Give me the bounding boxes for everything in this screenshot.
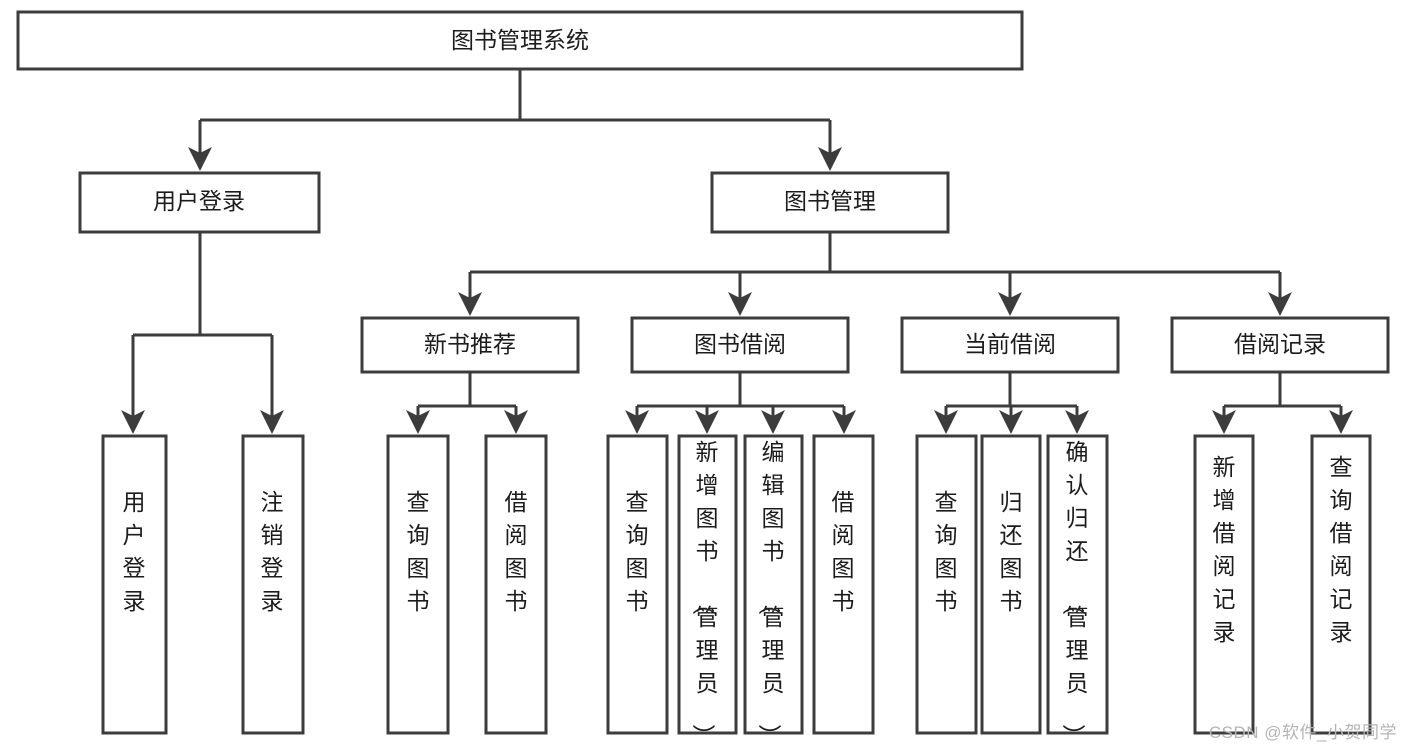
- node-query-book-1-box[interactable]: [386, 434, 450, 735]
- node-borrow-book-1-box[interactable]: [484, 434, 548, 735]
- node-query-borrow-record-label: 查询借阅记录: [1330, 454, 1353, 645]
- node-return-book[interactable]: 归还图书: [980, 434, 1042, 735]
- node-borrow-book-2[interactable]: 借阅图书: [812, 434, 875, 735]
- node-user-login-label: 用户登录: [153, 188, 245, 214]
- node-edit-book-admin-label: 编辑图书（管理员）: [757, 439, 785, 747]
- node-query-book-2-box[interactable]: [606, 434, 669, 735]
- node-query-book-3-label: 查询图书: [935, 489, 958, 614]
- node-borrow-book-1[interactable]: 借阅图书: [484, 434, 548, 735]
- node-user-logout-leaf[interactable]: 注销登录: [241, 434, 305, 735]
- node-query-book-2[interactable]: 查询图书: [606, 434, 669, 735]
- node-root[interactable]: 图书管理系统: [16, 10, 1024, 71]
- node-borrow-record-label: 借阅记录: [1234, 331, 1326, 357]
- node-new-book-recommend[interactable]: 新书推荐: [360, 316, 580, 374]
- node-current-borrow[interactable]: 当前借阅: [900, 316, 1120, 374]
- node-user-login-leaf-box[interactable]: [101, 434, 168, 735]
- csdn-watermark: CSDN @软件_小贺同学: [1208, 723, 1397, 742]
- node-book-borrow-box[interactable]: [630, 316, 850, 374]
- node-confirm-return-admin-box[interactable]: [1046, 434, 1109, 735]
- node-add-borrow-record-box[interactable]: [1193, 434, 1255, 735]
- node-borrow-book-1-label: 借阅图书: [505, 489, 528, 614]
- node-root-label: 图书管理系统: [451, 27, 589, 53]
- node-book-management-label: 图书管理: [784, 188, 876, 214]
- node-edit-book-admin[interactable]: 编辑图书（管理员）: [743, 434, 804, 747]
- node-borrow-record[interactable]: 借阅记录: [1170, 316, 1390, 374]
- node-user-logout-leaf-box[interactable]: [241, 434, 305, 735]
- node-add-borrow-record[interactable]: 新增借阅记录: [1193, 434, 1255, 735]
- node-add-book-admin-box[interactable]: [677, 434, 738, 735]
- node-query-book-3-box[interactable]: [915, 434, 978, 735]
- node-add-book-admin-label: 新增图书（管理员）: [691, 439, 719, 747]
- node-book-management[interactable]: 图书管理: [710, 171, 950, 234]
- connector-layer: [121, 69, 1353, 434]
- node-confirm-return-admin-label: 确认归还（管理员）: [1061, 439, 1089, 747]
- node-query-borrow-record-box[interactable]: [1310, 434, 1372, 735]
- node-root-box[interactable]: [16, 10, 1024, 71]
- node-user-login-leaf-label: 用户登录: [123, 489, 146, 614]
- node-user-login-box[interactable]: [78, 171, 321, 234]
- node-return-book-box[interactable]: [980, 434, 1042, 735]
- node-return-book-label: 归还图书: [1000, 489, 1023, 614]
- node-borrow-book-2-label: 借阅图书: [832, 489, 855, 614]
- node-query-borrow-record[interactable]: 查询借阅记录: [1310, 434, 1372, 735]
- node-user-logout-leaf-label: 注销登录: [261, 489, 284, 614]
- node-query-book-1[interactable]: 查询图书: [386, 434, 450, 735]
- node-user-login[interactable]: 用户登录: [78, 171, 321, 234]
- node-edit-book-admin-box[interactable]: [743, 434, 804, 735]
- node-add-book-admin[interactable]: 新增图书（管理员）: [677, 434, 738, 747]
- node-query-book-2-label: 查询图书: [626, 489, 649, 614]
- node-query-book-1-label: 查询图书: [407, 489, 430, 614]
- node-current-borrow-label: 当前借阅: [964, 331, 1056, 357]
- node-new-book-recommend-box[interactable]: [360, 316, 580, 374]
- node-book-management-box[interactable]: [710, 171, 950, 234]
- node-new-book-recommend-label: 新书推荐: [424, 331, 516, 357]
- node-book-borrow[interactable]: 图书借阅: [630, 316, 850, 374]
- node-current-borrow-box[interactable]: [900, 316, 1120, 374]
- node-borrow-record-box[interactable]: [1170, 316, 1390, 374]
- node-add-borrow-record-label: 新增借阅记录: [1213, 454, 1236, 645]
- node-user-login-leaf[interactable]: 用户登录: [101, 434, 168, 735]
- node-book-borrow-label: 图书借阅: [694, 331, 786, 357]
- node-confirm-return-admin[interactable]: 确认归还（管理员）: [1046, 434, 1109, 747]
- node-borrow-book-2-box[interactable]: [812, 434, 875, 735]
- node-query-book-3[interactable]: 查询图书: [915, 434, 978, 735]
